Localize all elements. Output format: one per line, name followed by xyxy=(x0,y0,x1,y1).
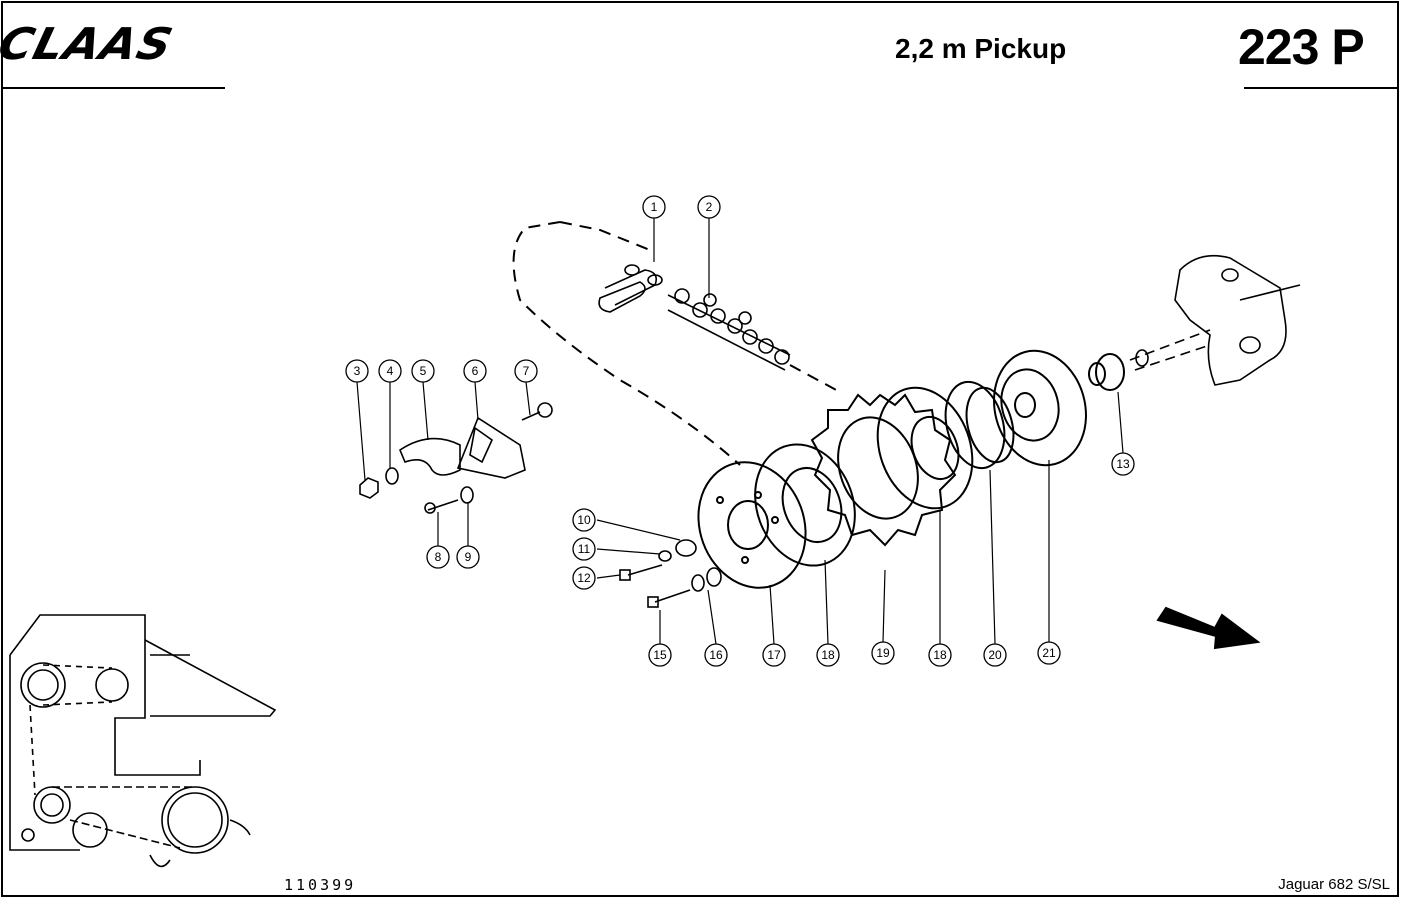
callout-3: 3 xyxy=(345,359,369,383)
callout-label: 17 xyxy=(767,648,781,662)
callout-label: 15 xyxy=(653,648,667,662)
callout-17: 17 xyxy=(762,643,786,667)
bolt-8 xyxy=(427,499,459,511)
callout-label: 12 xyxy=(577,571,591,585)
callout-21: 21 xyxy=(1037,641,1061,665)
shaft-and-flange xyxy=(1129,254,1301,386)
callout-label: 16 xyxy=(709,648,723,662)
callout-label: 19 xyxy=(876,646,890,660)
callout-13: 13 xyxy=(1111,452,1135,476)
callout-label: 20 xyxy=(988,648,1002,662)
callout-label: 13 xyxy=(1116,457,1130,471)
callout-label: 2 xyxy=(706,200,713,214)
callout-1: 1 xyxy=(642,195,666,219)
hub-flange xyxy=(697,461,807,589)
callout-2: 2 xyxy=(697,195,721,219)
callout-label: 10 xyxy=(577,513,591,527)
callout-18: 18 xyxy=(928,643,952,667)
washer-10 xyxy=(675,539,697,557)
locator-inset xyxy=(9,614,277,868)
bolt-15 xyxy=(654,589,691,603)
bolt-12 xyxy=(627,564,663,576)
callout-label: 4 xyxy=(387,364,394,378)
callout-label: 21 xyxy=(1042,646,1056,660)
callout-8: 8 xyxy=(426,545,450,569)
callout-label: 1 xyxy=(651,200,658,214)
callout-16: 16 xyxy=(704,643,728,667)
roller-chain xyxy=(667,288,791,371)
callout-label: 18 xyxy=(821,648,835,662)
callout-20: 20 xyxy=(983,643,1007,667)
callout-15: 15 xyxy=(648,643,672,667)
code-underline xyxy=(1244,87,1398,89)
washer-4 xyxy=(385,467,399,485)
washer-9 xyxy=(460,486,474,504)
callout-label: 8 xyxy=(435,550,442,564)
callout-11: 11 xyxy=(572,537,596,561)
pressure-plate xyxy=(993,349,1087,467)
chain-path-dashed xyxy=(512,221,741,466)
bracket-assembly xyxy=(359,402,553,514)
document-number: 110399 xyxy=(284,876,357,894)
connecting-link xyxy=(598,264,663,313)
chain-path-dashed-upper xyxy=(559,221,651,251)
callout-5: 5 xyxy=(411,359,435,383)
callout-label: 5 xyxy=(420,364,427,378)
nut-3 xyxy=(359,477,379,499)
page-code: 223 P xyxy=(1238,19,1365,75)
callout-label: 7 xyxy=(523,364,530,378)
callout-6: 6 xyxy=(463,359,487,383)
page-title: 2,2 m Pickup xyxy=(895,33,1067,64)
callout-7: 7 xyxy=(514,359,538,383)
chain-to-sprocket-dashed xyxy=(789,364,841,393)
callout-label: 9 xyxy=(465,550,472,564)
callout-12: 12 xyxy=(572,566,596,590)
model-label: Jaguar 682 S/SL xyxy=(1278,876,1390,893)
callout-19: 19 xyxy=(871,641,895,665)
friction-disc-right xyxy=(876,386,974,510)
ring xyxy=(944,380,1015,470)
direction-arrow xyxy=(1156,606,1261,650)
leader-lines xyxy=(356,218,1124,645)
bracket-plate-6 xyxy=(456,416,526,479)
callout-9: 9 xyxy=(456,545,480,569)
washer-pair xyxy=(1088,353,1125,391)
washer-16 xyxy=(691,574,705,592)
callout-label: 18 xyxy=(933,648,947,662)
brand-underline xyxy=(3,87,225,89)
bolt-7 xyxy=(521,411,541,421)
callout-10: 10 xyxy=(572,508,596,532)
friction-disc-left xyxy=(754,443,856,567)
washer-11 xyxy=(658,550,672,562)
clamp-5 xyxy=(399,437,461,476)
callout-label: 3 xyxy=(354,364,361,378)
callout-4: 4 xyxy=(378,359,402,383)
callout-label: 6 xyxy=(472,364,479,378)
callout-label: 11 xyxy=(578,542,591,556)
callout-18: 18 xyxy=(816,643,840,667)
